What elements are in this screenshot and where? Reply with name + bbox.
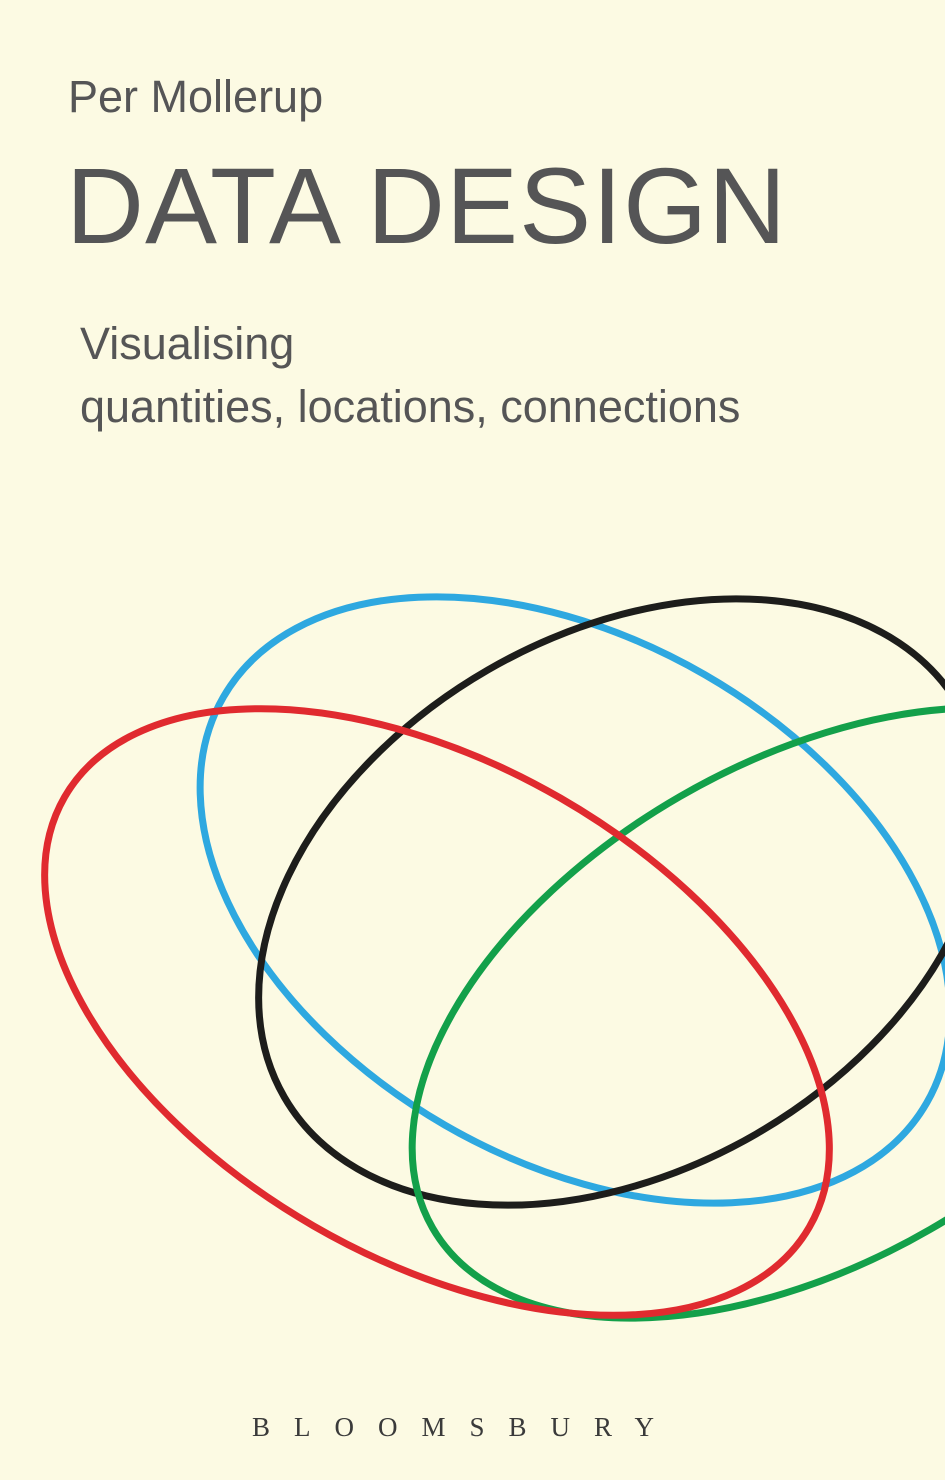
blue-ellipse xyxy=(196,593,945,1207)
book-subtitle: Visualising quantities, locations, conne… xyxy=(80,312,740,438)
green-ellipse xyxy=(408,704,945,1322)
book-title: DATA DESIGN xyxy=(66,145,788,266)
publisher-logo: BLOOMSBURY xyxy=(252,1412,679,1442)
red-ellipse xyxy=(41,705,833,1319)
subtitle-line-2: quantities, locations, connections xyxy=(80,381,741,432)
author-name: Per Mollerup xyxy=(68,71,324,122)
subtitle-line-1: Visualising xyxy=(80,318,295,369)
black-ellipse xyxy=(255,595,945,1209)
